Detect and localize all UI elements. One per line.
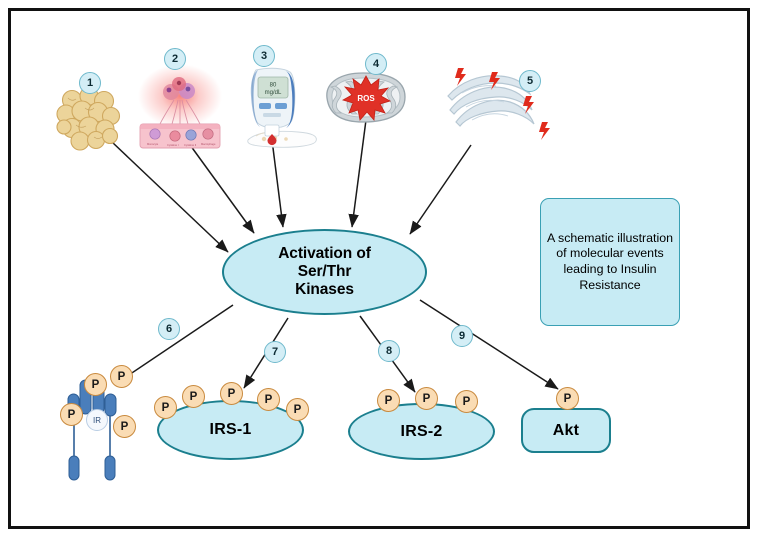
endoplasmic-reticulum-stress-icon — [447, 68, 550, 140]
insulin-receptor-icon — [67, 379, 117, 481]
phosphate-irs1-5: P — [286, 398, 309, 421]
akt-label: Akt — [552, 421, 580, 439]
upstream-arrows — [111, 119, 472, 253]
phosphate-irs2-1: P — [377, 389, 400, 412]
central-node-label: Activation of Ser/Thr Kinases — [278, 245, 371, 300]
arrow-to-akt — [419, 299, 559, 390]
badge-7: 7 — [264, 341, 286, 363]
phosphate-irs1-3: P — [220, 382, 243, 405]
akt-node: Akt — [521, 408, 611, 453]
inflammation-icon: Monocyte Cytokine I Cytokine II Macropha… — [138, 64, 222, 149]
badge-4: 4 — [365, 53, 387, 75]
svg-text:Macrophage: Macrophage — [201, 142, 216, 146]
badge-9: 9 — [451, 325, 473, 347]
irs1-label: IRS-1 — [209, 421, 252, 438]
irs2-node: IRS-2 — [348, 403, 495, 460]
arrow-to-insulin-receptor — [116, 304, 234, 384]
phosphate-irs2-2: P — [415, 387, 438, 410]
badge-3: 3 — [253, 45, 275, 67]
badge-2: 2 — [164, 48, 186, 70]
phosphate-akt-1: P — [556, 387, 579, 410]
badge-6: 6 — [158, 318, 180, 340]
arrow-from-adipose — [111, 141, 229, 253]
phosphate-ir-2: P — [84, 373, 107, 396]
svg-text:Cytokine II: Cytokine II — [184, 143, 197, 147]
svg-text:Cytokine I: Cytokine I — [167, 143, 179, 147]
phosphate-ir-3: P — [110, 365, 133, 388]
arrow-from-inflammation — [184, 137, 255, 234]
ros-starburst — [341, 75, 392, 121]
glucometer-reading-value: 80 — [270, 83, 277, 89]
phosphate-ir-4: P — [113, 415, 136, 438]
central-node-label-line1: Activation of — [278, 244, 371, 262]
glucometer-icon: 80 mg/dL — [247, 67, 317, 148]
badge-8: 8 — [378, 340, 400, 362]
phosphate-irs1-4: P — [257, 388, 280, 411]
phosphate-ir-1: P — [60, 403, 83, 426]
caption-box: A schematic illustration of molecular ev… — [540, 198, 680, 326]
adipose-tissue-icon — [56, 86, 121, 151]
mitochondrion-ros-icon: ROS — [326, 72, 406, 123]
arrow-from-er — [409, 144, 472, 235]
badge-5: 5 — [519, 70, 541, 92]
phosphate-irs2-3: P — [455, 390, 478, 413]
ros-label: ROS — [357, 94, 375, 103]
phosphate-irs1-1: P — [154, 396, 177, 419]
central-node-ser-thr-kinases: Activation of Ser/Thr Kinases — [222, 229, 427, 315]
central-node-label-line3: Kinases — [295, 281, 354, 299]
arrow-from-glucometer — [271, 139, 287, 228]
insulin-receptor-label: IR — [86, 409, 108, 431]
phosphate-irs1-2: P — [182, 385, 205, 408]
glucometer-reading-units: mg/dL — [265, 90, 282, 96]
arrow-from-mitochondrion — [348, 119, 367, 228]
irs2-label: IRS-2 — [400, 422, 443, 440]
irs1-node: IRS-1 — [157, 400, 304, 460]
badge-1: 1 — [79, 72, 101, 94]
er-stress-bolts — [455, 68, 550, 140]
svg-text:Monocyte: Monocyte — [147, 142, 159, 146]
caption-box-text: A schematic illustration of molecular ev… — [546, 230, 674, 292]
central-node-label-line2: Ser/Thr — [297, 262, 352, 280]
